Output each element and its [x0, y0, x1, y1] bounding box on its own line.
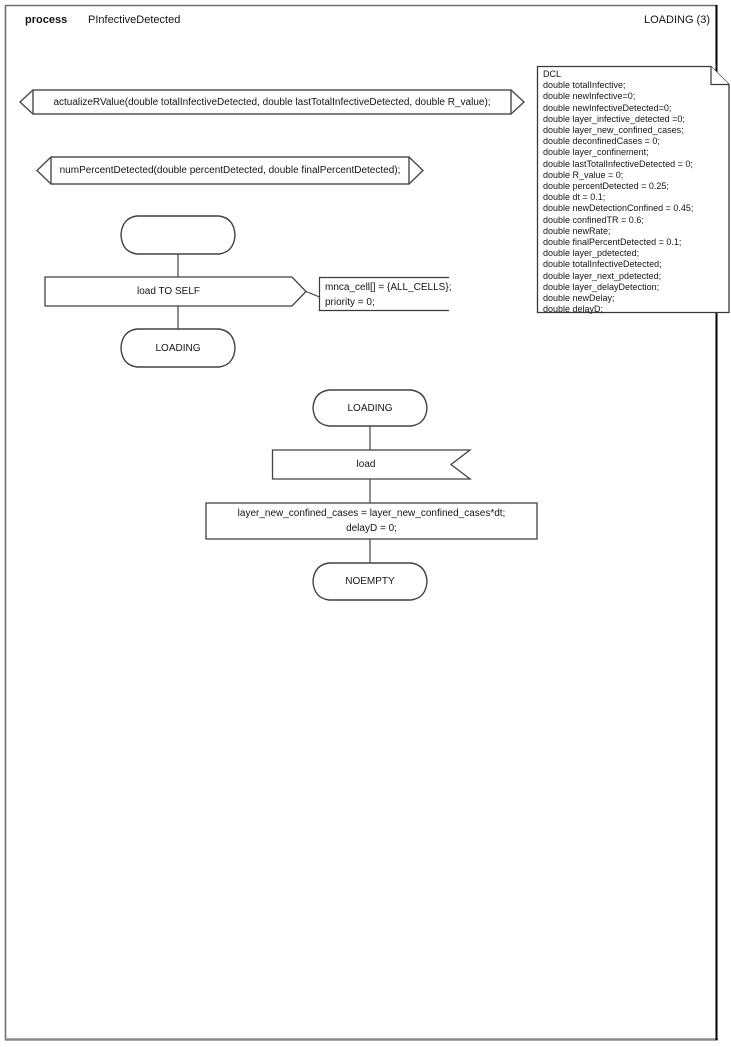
input-symbol-load — [271, 449, 472, 480]
dcl-line: double layer_next_pdetected; — [543, 270, 662, 281]
comment-attach-line — [305, 290, 320, 298]
dcl-line: double layer_infective_detected =0; — [543, 113, 685, 124]
dcl-line: double newInfectiveDetected=0; — [543, 102, 672, 113]
task-line-1: layer_new_confined_cases = layer_new_con… — [237, 508, 506, 519]
dcl-line: double percentDetected = 0.25; — [543, 181, 669, 192]
procedure-declaration-1-label: actualizeRValue(double totalInfectiveDet… — [53, 96, 491, 108]
page-label: LOADING (3) — [643, 14, 710, 26]
dcl-line: double layer_confinement; — [543, 147, 649, 158]
task-line-2: delayD = 0; — [346, 523, 397, 534]
dcl-line: double layer_delayDetection; — [543, 281, 660, 292]
output-load-to-self-label: load TO SELF — [137, 286, 200, 297]
procedure-declaration-shape-1 — [18, 89, 526, 115]
comment-bracket-shape — [318, 276, 449, 312]
task-symbol-shape — [205, 502, 538, 540]
procedure-declaration-2-label: numPercentDetected(double percentDetecte… — [59, 165, 401, 176]
dcl-line: double newDetectionConfined = 0.45; — [543, 203, 694, 214]
dcl-line: double R_value = 0; — [543, 169, 624, 180]
comment-line-2: priority = 0; — [325, 297, 375, 308]
state-noempty-shape — [312, 562, 428, 601]
procedure-declaration-shape-2 — [35, 156, 425, 185]
dcl-line: double confinedTR = 0.6; — [543, 214, 644, 225]
dcl-line: double totalInfective; — [543, 80, 626, 91]
dcl-line: double layer_pdetected; — [543, 248, 640, 259]
dcl-line: double finalPercentDetected = 0.1; — [543, 237, 682, 248]
next-state-loading-shape — [120, 328, 236, 368]
dcl-line: double deconfinedCases = 0; — [543, 136, 660, 147]
dcl-line: DCL — [543, 69, 562, 79]
dcl-line: double newInfective=0; — [543, 91, 636, 102]
state-loading-1-label: LOADING — [155, 342, 201, 354]
dcl-line: double lastTotalInfectiveDetected = 0; — [543, 158, 693, 169]
comment-line-1: mnca_cell[] = {ALL_CELLS}; — [325, 282, 452, 293]
dcl-line: double layer_new_confined_cases; — [543, 125, 684, 136]
state-loading-2-label: LOADING — [347, 402, 393, 414]
dcl-line: double totalInfectiveDetected; — [543, 259, 662, 270]
start-state-shape — [120, 215, 236, 255]
dcl-note-fold-icon — [710, 66, 729, 86]
output-symbol-load-to-self — [44, 276, 307, 307]
dcl-note-shape — [536, 65, 730, 314]
task-symbol-text: layer_new_confined_cases = layer_new_con… — [206, 503, 537, 539]
dcl-line: double newRate; — [543, 225, 611, 236]
state-loading-shape — [312, 389, 428, 427]
process-kind-label: process — [25, 14, 68, 26]
dcl-line: double newDelay; — [543, 293, 615, 304]
input-load-label: load — [356, 459, 376, 470]
dcl-line: double delayD; — [543, 304, 604, 315]
process-name: PInfectiveDetected — [88, 14, 181, 26]
state-noempty-label: NOEMPTY — [345, 576, 395, 587]
dcl-line: double dt = 0.1; — [543, 192, 606, 203]
